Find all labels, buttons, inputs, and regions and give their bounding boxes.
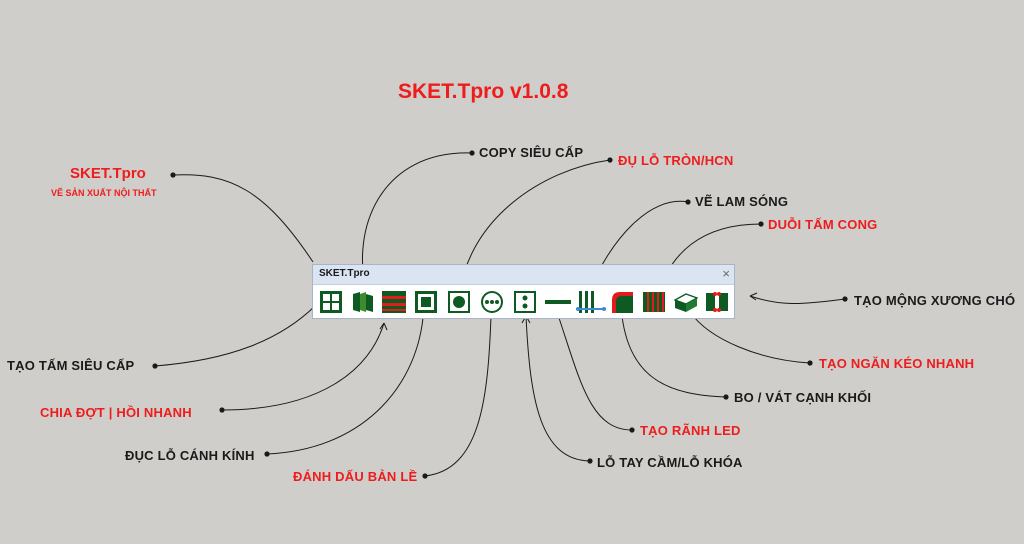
duoi-tam-button[interactable] (642, 290, 666, 314)
handle-hole-icon (514, 291, 536, 313)
label-lo-tay: LỖ TAY CẦM/LỖ KHÓA (597, 455, 743, 470)
copy-panels-icon (353, 292, 373, 312)
label-tao-ranh: TẠO RÃNH LED (640, 423, 741, 438)
chia-dot-button[interactable] (382, 290, 406, 314)
brand-title: SKET.Tpro (70, 165, 146, 182)
brand-subtitle: VẼ SẢN XUẤT NỘI THẤT (51, 188, 157, 198)
glass-cutout-icon (415, 291, 437, 313)
drawer-box-icon (674, 293, 698, 312)
danh-dau-button[interactable] (480, 290, 504, 314)
louver-slats-icon (576, 291, 606, 313)
label-du-lo: ĐỤ LỖ TRÒN/HCN (618, 153, 734, 168)
toolbar-window: SKET.Tpro × (312, 264, 735, 319)
toolbar-titlebar[interactable]: SKET.Tpro × (313, 265, 734, 285)
duc-lo-button[interactable] (414, 290, 438, 314)
label-tao-ngan: TẠO NGĂN KÉO NHANH (819, 356, 975, 371)
tao-ngan-button[interactable] (674, 290, 698, 314)
label-duc-lo: ĐỤC LỖ CÁNH KÍNH (125, 448, 255, 463)
label-tao-mong: TẠO MỘNG XƯƠNG CHÓ (854, 293, 1016, 308)
hinge-mark-icon (481, 291, 503, 313)
round-hole-icon (448, 291, 470, 313)
label-copy: COPY SIÊU CẤP (479, 145, 584, 160)
label-duoi-tam: DUỖI TẤM CONG (768, 217, 878, 232)
dogbone-joint-icon (706, 292, 728, 312)
rounded-edge-icon (612, 292, 633, 313)
label-chia-dot: CHIA ĐỢT | HỒI NHANH (40, 405, 192, 420)
panel-grid-icon (320, 291, 342, 313)
curved-panel-icon (643, 292, 665, 312)
toolbar-buttons (313, 285, 734, 319)
bo-vat-button[interactable] (610, 290, 634, 314)
tao-mong-button[interactable] (705, 290, 729, 314)
close-icon[interactable]: × (722, 266, 730, 281)
led-groove-icon (545, 300, 571, 304)
toolbar-title: SKET.Tpro (319, 268, 370, 279)
label-tao-tam: TẠO TẤM SIÊU CẤP (7, 358, 135, 373)
label-ve-lam: VẼ LAM SÓNG (695, 194, 789, 209)
lo-tay-button[interactable] (513, 290, 537, 314)
ve-lam-button[interactable] (576, 290, 606, 314)
copy-button[interactable] (351, 290, 375, 314)
page-title: SKET.Tpro v1.0.8 (398, 80, 569, 103)
du-lo-button[interactable] (447, 290, 471, 314)
shelf-stripes-icon (382, 291, 406, 313)
tao-tam-button[interactable] (319, 290, 343, 314)
label-danh-dau: ĐÁNH DẤU BẢN LỀ (293, 469, 418, 484)
tao-ranh-button[interactable] (544, 290, 572, 314)
label-bo-vat: BO / VÁT CẠNH KHỐI (734, 390, 872, 405)
